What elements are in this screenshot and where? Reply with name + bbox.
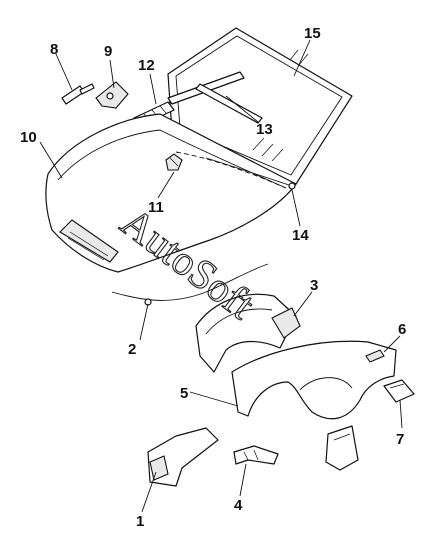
front-fender[interactable] xyxy=(189,340,397,420)
callout-1: 1 xyxy=(136,513,144,530)
hood-hinge[interactable] xyxy=(95,59,129,109)
side-marker-lamp[interactable] xyxy=(365,335,401,363)
mounting-bracket[interactable] xyxy=(141,427,219,513)
wiper-arm[interactable] xyxy=(167,71,263,124)
callout-9: 9 xyxy=(104,43,112,60)
callout-3: 3 xyxy=(310,277,318,294)
washer-nozzle[interactable] xyxy=(157,153,183,199)
callout-13: 13 xyxy=(256,121,273,138)
callout-8: 8 xyxy=(50,41,58,58)
callout-6: 6 xyxy=(398,321,406,338)
callout-2: 2 xyxy=(128,341,136,358)
callout-11: 11 xyxy=(148,199,164,216)
callout-15: 15 xyxy=(304,25,321,42)
mud-flap[interactable] xyxy=(325,425,359,471)
callout-4: 4 xyxy=(234,497,243,514)
callout-14: 14 xyxy=(292,227,309,244)
fender-liner[interactable] xyxy=(195,291,313,373)
callout-12: 12 xyxy=(138,57,155,74)
hood-seal[interactable] xyxy=(205,157,301,227)
hood-release-cable[interactable] xyxy=(111,263,269,341)
hood-strut[interactable] xyxy=(55,53,95,105)
hood[interactable] xyxy=(39,113,297,273)
callout-7: 7 xyxy=(396,431,404,448)
callout-10: 10 xyxy=(20,129,37,146)
repeater-lamp[interactable] xyxy=(383,379,415,429)
callout-5: 5 xyxy=(180,385,188,402)
fender-bracket[interactable] xyxy=(233,445,279,497)
